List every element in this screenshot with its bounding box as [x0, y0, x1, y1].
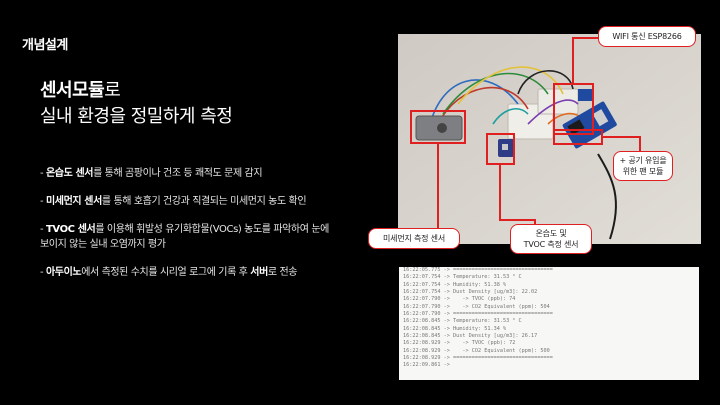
log-line: 16:22:07.754 -> Dust Density [ug/m3]: 22… [403, 289, 538, 296]
log-line: 16:22:07.754 -> Humidity: 51.38 % [403, 281, 507, 288]
callout-fan-module: + 공기 유입을 위한 팬 모듈 [613, 151, 673, 181]
callout-wifi-esp8266: WIFI 통신 ESP8266 [598, 26, 696, 47]
bullet-keyword: 미세먼지 센서 [46, 196, 102, 207]
bullet-keyword: 아두이노 [46, 267, 82, 278]
callout-temp-line-1: 온습도 및 [535, 229, 567, 238]
temp-leader-line [499, 164, 536, 228]
bullet-prefix: - [40, 267, 46, 278]
bullet-text-2: 로 전송 [267, 267, 298, 278]
callout-temp-line-2: TVOC 측정 센서 [523, 240, 579, 249]
bullet-text: 에서 측정된 수치를 시리얼 로그에 기록 후 [81, 267, 251, 278]
bullet-text: 를 이용해 휘발성 유기화합물(VOCs) 농도를 파악하여 눈에 보이지 않는… [40, 224, 329, 250]
bullet-text: 를 통해 곰팡이나 건조 등 쾌적도 문제 감지 [93, 168, 263, 179]
headline-line-1: 센서모듈로 [40, 78, 232, 104]
callout-dust-label: 미세먼지 측정 센서 [383, 234, 445, 243]
bullet-tvoc: - TVOC 센서를 이용해 휘발성 유기화합물(VOCs) 농도를 파악하여 … [40, 222, 340, 252]
temp-sensor-highlight [486, 133, 515, 165]
log-line: 16:22:08.845 -> Temperature: 31.53 ° C [403, 318, 522, 325]
bullet-keyword-2: 서버 [250, 267, 268, 278]
bullet-keyword: TVOC 센서 [46, 224, 96, 235]
log-line: 16:22:07.790 -> -> TVOC (ppb): 74 [403, 296, 516, 303]
bullet-prefix: - [40, 196, 46, 207]
bullet-prefix: - [40, 168, 46, 179]
esp8266-board [562, 101, 617, 149]
log-line: 16:22:08.929 -> -> CO2 Equivalent (ppm):… [403, 347, 550, 354]
hardware-illustration [398, 34, 701, 244]
serial-monitor-log: 16:22:05.775 -> ========================… [399, 267, 699, 380]
dust-sensor-lens [437, 123, 447, 133]
fan-module [578, 89, 592, 101]
callout-fan-line-1: + 공기 유입을 [619, 156, 667, 165]
log-line: 16:22:07.790 -> -> CO2 Equivalent (ppm):… [403, 303, 550, 310]
log-line: 16:22:09.861 -> [403, 362, 450, 369]
bullet-keyword: 온습도 센서 [46, 168, 94, 179]
section-label: 개념설계 [22, 38, 68, 53]
headline-line-2: 실내 환경을 정밀하게 측정 [40, 106, 233, 127]
dust-sensor-highlight [410, 110, 466, 144]
bullet-temp-humidity: - 온습도 센서를 통해 곰팡이나 건조 등 쾌적도 문제 감지 [40, 166, 340, 181]
log-line: 16:22:08.929 -> -> TVOC (ppb): 72 [403, 340, 516, 347]
log-line: 16:22:05.775 -> ========================… [403, 267, 553, 273]
callout-wifi-label: WIFI 통신 ESP8266 [612, 32, 682, 41]
log-line: 16:22:07.790 -> ========================… [403, 311, 553, 318]
hardware-photo [398, 34, 701, 244]
bullet-prefix: - [40, 224, 46, 235]
callout-fan-line-2: 위한 팬 모듈 [622, 167, 664, 176]
bullet-dust: - 미세먼지 센서를 통해 호흡기 건강과 직결되는 미세먼지 농도 확인 [40, 194, 340, 209]
fan-highlight [553, 129, 603, 145]
bullet-text: 를 통해 호흡기 건강과 직결되는 미세먼지 농도 확인 [101, 196, 307, 207]
headline: 센서모듈로 실내 환경을 정밀하게 측정 [40, 78, 233, 130]
headline-emphasis: 센서모듈 [40, 80, 105, 101]
bullet-list: - 온습도 센서를 통해 곰팡이나 건조 등 쾌적도 문제 감지 - 미세먼지 … [40, 166, 340, 293]
headline-suffix: 로 [104, 80, 121, 101]
bullet-arduino: - 아두이노에서 측정된 수치를 시리얼 로그에 기록 후 서버로 전송 [40, 265, 340, 280]
log-line: 16:22:08.845 -> Humidity: 51.34 % [403, 325, 507, 332]
wifi-leader-line [572, 37, 600, 84]
log-line: 16:22:08.845 -> Dust Density [ug/m3]: 26… [403, 333, 538, 340]
callout-dust-sensor: 미세먼지 측정 센서 [368, 228, 460, 249]
callout-temp-tvoc-sensor: 온습도 및 TVOC 측정 센서 [510, 224, 592, 254]
esp-highlight [553, 83, 594, 135]
log-line: 16:22:08.929 -> ========================… [403, 355, 553, 362]
fan-leader-line [602, 136, 641, 153]
log-line: 16:22:07.754 -> Temperature: 31.53 ° C [403, 274, 522, 281]
